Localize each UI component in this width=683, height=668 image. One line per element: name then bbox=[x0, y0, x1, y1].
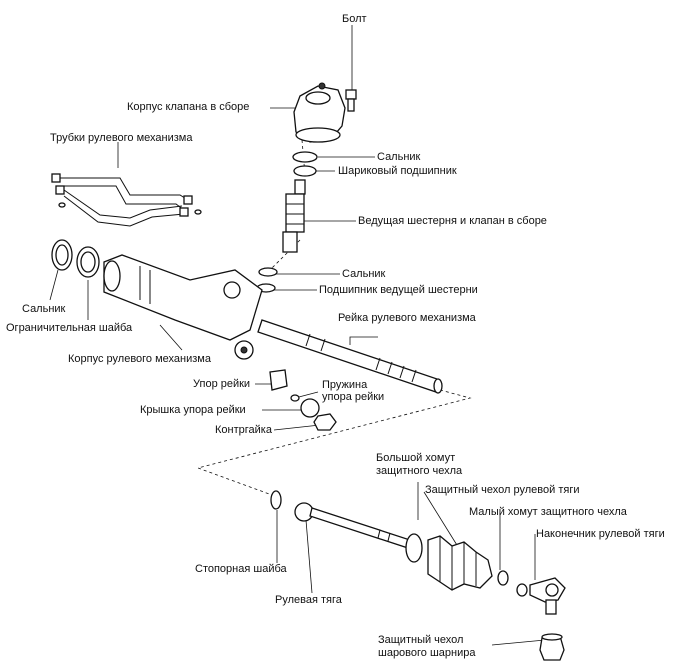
label-ball-bearing: Шариковый подшипник bbox=[338, 165, 457, 177]
ball-boot-part bbox=[539, 633, 565, 661]
small-clamp-part bbox=[497, 570, 509, 586]
locknut-part bbox=[313, 413, 337, 431]
valve-body-part bbox=[293, 82, 346, 143]
label-rack-spring: Пружина упора рейки bbox=[322, 379, 385, 403]
rack-spring-part bbox=[290, 394, 300, 402]
guide-cap-part bbox=[300, 398, 320, 418]
seal-left-part bbox=[51, 239, 73, 271]
label-small-clamp: Малый хомут защитного чехла bbox=[469, 506, 627, 518]
label-valve-body: Корпус клапана в сборе bbox=[127, 101, 250, 113]
lock-washer-part bbox=[270, 490, 282, 510]
label-boot: Защитный чехол рулевой тяги bbox=[425, 484, 580, 496]
bolt-part bbox=[345, 89, 357, 112]
label-seal-mid: Сальник bbox=[342, 268, 386, 280]
label-locknut: Контргайка bbox=[215, 424, 272, 436]
big-clamp-part bbox=[405, 533, 423, 563]
label-lock-washer: Стопорная шайба bbox=[195, 563, 287, 575]
tie-rod-part bbox=[294, 502, 411, 549]
seal-mid-part bbox=[258, 267, 278, 277]
label-tie-rod-end: Наконечник рулевой тяги bbox=[536, 528, 665, 540]
boot-part bbox=[427, 535, 493, 591]
label-guide-cap: Крышка упора рейки bbox=[140, 404, 246, 416]
leader-lines bbox=[49, 25, 546, 646]
label-stop-washer: Ограничительная шайба bbox=[6, 322, 133, 334]
seal-top-part bbox=[292, 151, 318, 163]
steering-pipes-part bbox=[51, 173, 202, 227]
label-rack: Рейка рулевого механизма bbox=[338, 312, 476, 324]
label-rack-guide: Упор рейки bbox=[193, 378, 251, 390]
label-pipes: Трубки рулевого механизма bbox=[50, 132, 193, 144]
label-bolt: Болт bbox=[342, 13, 367, 25]
label-seal-left: Сальник bbox=[22, 303, 66, 315]
pinion-valve-part bbox=[282, 179, 306, 253]
ball-bearing-part bbox=[293, 165, 317, 177]
rack-part bbox=[257, 319, 443, 394]
label-pinion-bearing: Подшипник ведущей шестерни bbox=[319, 284, 478, 296]
label-housing: Корпус рулевого механизма bbox=[68, 353, 211, 365]
label-pinion-valve: Ведущая шестерня и клапан в сборе bbox=[358, 215, 547, 227]
label-seal-top: Сальник bbox=[377, 151, 421, 163]
housing-part bbox=[103, 254, 263, 360]
label-big-clamp: Большой хомут защитного чехла bbox=[376, 452, 463, 477]
stop-washer-part bbox=[76, 246, 100, 278]
tie-rod-end-part bbox=[516, 577, 566, 615]
label-tie-rod: Рулевая тяга bbox=[275, 594, 342, 606]
label-ball-boot: Защитный чехол шарового шарнира bbox=[378, 634, 476, 659]
rack-guide-part bbox=[269, 369, 288, 391]
